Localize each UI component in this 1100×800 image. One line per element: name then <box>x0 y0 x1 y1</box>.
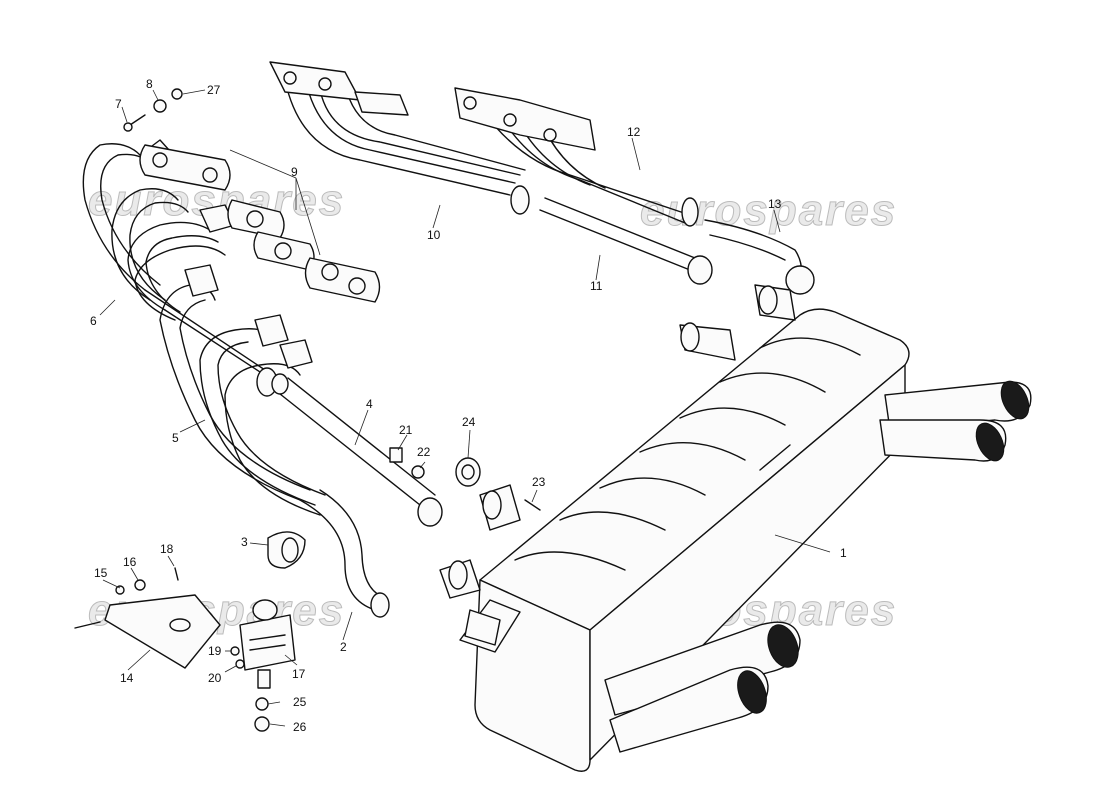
callout-16: 16 <box>123 555 137 569</box>
callout-27: 27 <box>207 83 221 97</box>
callout-25: 25 <box>293 695 307 709</box>
right-manifold-drawing <box>454 87 815 295</box>
callout-10: 10 <box>427 228 441 242</box>
callout-8: 8 <box>146 77 153 91</box>
callout-1: 1 <box>840 546 847 560</box>
callout-15: 15 <box>94 566 108 580</box>
callout-18: 18 <box>160 542 174 556</box>
silencer-drawing <box>439 284 1032 772</box>
callout-7: 7 <box>115 97 122 111</box>
callout-2: 2 <box>340 640 347 654</box>
callout-6: 6 <box>90 314 97 328</box>
callout-11: 11 <box>590 279 603 293</box>
lower-manifold-drawing <box>159 264 390 618</box>
callout-22: 22 <box>417 445 431 459</box>
leader-lines <box>99 89 831 727</box>
callout-26: 26 <box>293 720 307 734</box>
callout-23: 23 <box>532 475 546 489</box>
callout-19: 19 <box>208 644 222 658</box>
callout-17: 17 <box>292 667 306 681</box>
hardware-drawing <box>74 88 541 732</box>
gaskets-drawing <box>139 144 381 303</box>
callout-24: 24 <box>462 415 476 429</box>
callout-12: 12 <box>627 125 641 139</box>
callout-5: 5 <box>172 431 179 445</box>
callout-labels: 1 2 3 4 5 6 7 8 9 10 11 12 13 14 15 16 1… <box>90 77 847 734</box>
upper-manifold-drawing <box>269 61 713 285</box>
callout-9: 9 <box>291 165 298 179</box>
callout-13: 13 <box>768 197 782 211</box>
callout-14: 14 <box>120 671 134 685</box>
callout-21: 21 <box>399 423 413 437</box>
callout-20: 20 <box>208 671 222 685</box>
callout-4: 4 <box>366 397 373 411</box>
callout-3: 3 <box>241 535 248 549</box>
pipe-4-drawing <box>271 373 443 527</box>
